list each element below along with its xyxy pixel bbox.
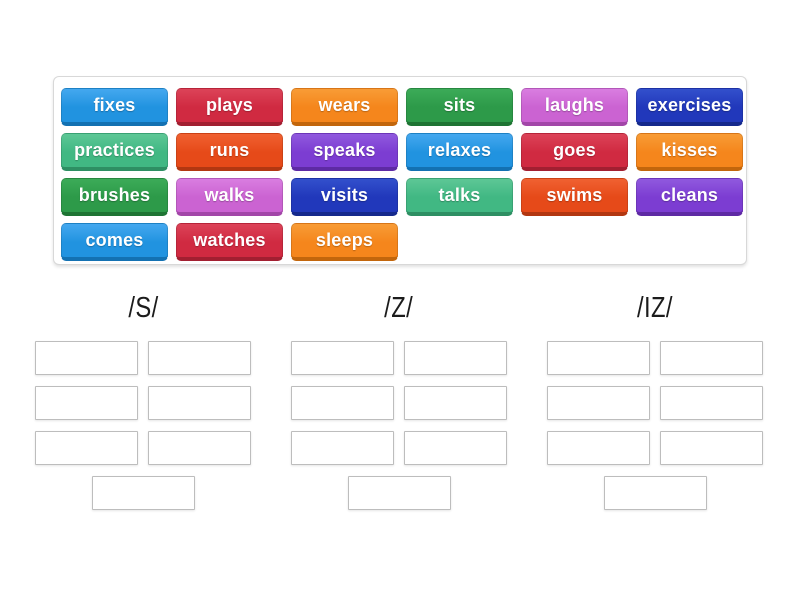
sort-group-2: /Z/ xyxy=(291,288,507,510)
word-tile-swims[interactable]: swims xyxy=(521,178,628,216)
word-tile-visits[interactable]: visits xyxy=(291,178,398,216)
drop-slot-grid xyxy=(35,341,251,465)
word-tile-laughs[interactable]: laughs xyxy=(521,88,628,126)
word-tile-brushes[interactable]: brushes xyxy=(61,178,168,216)
word-tile-walks[interactable]: walks xyxy=(176,178,283,216)
drop-slot[interactable] xyxy=(91,476,195,510)
drop-slot[interactable] xyxy=(35,431,138,465)
group-header: /Z/ xyxy=(291,288,507,341)
word-tile-comes[interactable]: comes xyxy=(61,223,168,261)
group-label: /IZ/ xyxy=(636,292,673,324)
drop-slot[interactable] xyxy=(148,341,251,375)
word-tile-speaks[interactable]: speaks xyxy=(291,133,398,171)
word-tile-relaxes[interactable]: relaxes xyxy=(406,133,513,171)
drop-slot[interactable] xyxy=(35,341,138,375)
drop-slot-bottom-row xyxy=(291,476,507,510)
drop-slot[interactable] xyxy=(660,341,763,375)
drop-slot[interactable] xyxy=(404,431,507,465)
drop-slot[interactable] xyxy=(291,341,394,375)
drop-slot[interactable] xyxy=(347,476,451,510)
word-tile-sleeps[interactable]: sleeps xyxy=(291,223,398,261)
group-label: /Z/ xyxy=(384,292,414,324)
word-tile-fixes[interactable]: fixes xyxy=(61,88,168,126)
group-label: /S/ xyxy=(127,292,159,324)
drop-slot-grid xyxy=(547,341,763,465)
group-header: /S/ xyxy=(35,288,251,341)
sort-group-1: /S/ xyxy=(35,288,251,510)
drop-slot[interactable] xyxy=(660,431,763,465)
drop-slot[interactable] xyxy=(35,386,138,420)
word-tile-cleans[interactable]: cleans xyxy=(636,178,743,216)
word-tile-talks[interactable]: talks xyxy=(406,178,513,216)
sort-group-3: /IZ/ xyxy=(547,288,763,510)
sort-groups-area: /S/ /Z/ /IZ/ xyxy=(35,288,763,510)
word-tile-kisses[interactable]: kisses xyxy=(636,133,743,171)
word-tile-goes[interactable]: goes xyxy=(521,133,628,171)
drop-slot[interactable] xyxy=(547,431,650,465)
drop-slot[interactable] xyxy=(660,386,763,420)
drop-slot[interactable] xyxy=(547,341,650,375)
word-tile-watches[interactable]: watches xyxy=(176,223,283,261)
drop-slot[interactable] xyxy=(148,386,251,420)
drop-slot-bottom-row xyxy=(35,476,251,510)
drop-slot[interactable] xyxy=(404,386,507,420)
word-tile-practices[interactable]: practices xyxy=(61,133,168,171)
word-tile-exercises[interactable]: exercises xyxy=(636,88,743,126)
word-tile-sits[interactable]: sits xyxy=(406,88,513,126)
drop-slot[interactable] xyxy=(547,386,650,420)
drop-slot[interactable] xyxy=(603,476,707,510)
drop-slot[interactable] xyxy=(148,431,251,465)
word-tile-plays[interactable]: plays xyxy=(176,88,283,126)
word-tile-runs[interactable]: runs xyxy=(176,133,283,171)
group-header: /IZ/ xyxy=(547,288,763,341)
drop-slot-grid xyxy=(291,341,507,465)
drop-slot[interactable] xyxy=(291,386,394,420)
word-tile-wears[interactable]: wears xyxy=(291,88,398,126)
drop-slot-bottom-row xyxy=(547,476,763,510)
drop-slot[interactable] xyxy=(404,341,507,375)
drop-slot[interactable] xyxy=(291,431,394,465)
